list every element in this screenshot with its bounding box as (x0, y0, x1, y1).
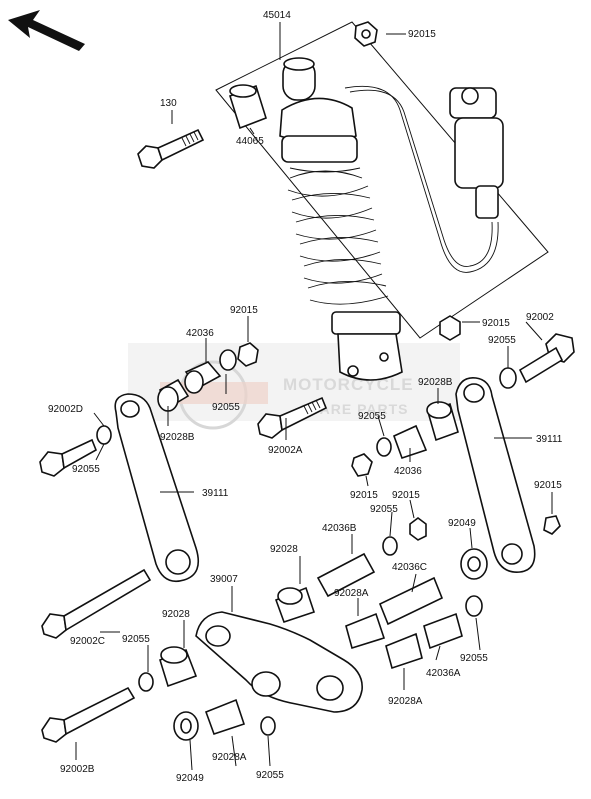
label-92015-e: 92015 (534, 480, 562, 491)
watermark-subtitle: SPARE PARTS (300, 401, 409, 417)
label-92028A-a: 92028A (334, 588, 369, 599)
label-92015-b: 92015 (482, 318, 510, 329)
label-92055-e: 92055 (370, 504, 398, 515)
watermark-title: MOTORCYCLE (283, 375, 414, 394)
label-42036C: 42036C (392, 562, 427, 573)
label-42036B: 42036B (322, 523, 357, 534)
rocker-arm-39007 (195, 611, 363, 713)
label-92028A-c: 92028A (212, 752, 247, 763)
label-42036-b: 42036 (394, 466, 422, 477)
label-92002: 92002 (526, 312, 554, 323)
label-42036-a: 42036 (186, 328, 214, 339)
front-direction-arrow (8, 10, 85, 51)
label-92055-g: 92055 (122, 634, 150, 645)
label-92028B-a: 92028B (160, 432, 195, 443)
link-39111-left (114, 393, 200, 583)
label-39111-left: 39111 (202, 488, 229, 499)
label-92015-c: 92015 (350, 490, 378, 501)
shock-reservoir (449, 87, 504, 219)
label-92002A: 92002A (268, 445, 303, 456)
center-bushing-set (382, 515, 561, 580)
label-92055-h: 92055 (256, 770, 284, 781)
label-92028B-b: 92028B (418, 377, 453, 388)
label-44065: 44065 (236, 136, 264, 147)
collar-44065 (229, 84, 267, 130)
bolt-92002C (41, 568, 152, 639)
bolt-92002B (41, 686, 136, 743)
sleeves-group (274, 552, 483, 670)
label-92002C: 92002C (70, 636, 105, 647)
shock-absorber (279, 57, 499, 381)
label-45014: 45014 (263, 10, 291, 21)
label-42036A: 42036A (426, 668, 461, 679)
left-upper-bushing-set (157, 342, 259, 412)
label-92055-c: 92055 (488, 335, 516, 346)
label-92028-a: 92028 (270, 544, 298, 555)
leader-lines (75, 22, 553, 771)
nut-92015-top (354, 21, 378, 47)
label-92049-a: 92049 (448, 518, 476, 529)
label-92015-top: 92015 (408, 29, 436, 40)
shock-assembly-outline (215, 21, 549, 339)
label-92015-a: 92015 (230, 305, 258, 316)
label-130: 130 (160, 98, 177, 109)
bolt-92002D (39, 425, 112, 477)
label-92002D: 92002D (48, 404, 83, 415)
part-labels: 45014 92015 130 44065 92015 42036 92055 … (48, 10, 563, 784)
label-92055-f: 92055 (460, 653, 488, 664)
label-39111-right: 39111 (536, 434, 563, 445)
bottom-bushing-set (173, 698, 276, 741)
lower-left-bushing-set (138, 646, 198, 692)
label-92002B: 92002B (60, 764, 95, 775)
link-39111-right (455, 377, 536, 573)
label-92049-b: 92049 (176, 773, 204, 784)
label-92055-d: 92055 (358, 411, 386, 422)
bolt-92002A (257, 396, 328, 439)
bolt-130 (137, 128, 205, 169)
label-92028A-b: 92028A (388, 696, 423, 707)
watermark: MOTORCYCLE SPARE PARTS (128, 343, 460, 430)
label-92055-a: 92055 (212, 402, 240, 413)
label-39007: 39007 (210, 574, 238, 585)
label-92028-b: 92028 (162, 609, 190, 620)
label-92015-d: 92015 (392, 490, 420, 501)
label-92055-b: 92055 (72, 464, 100, 475)
